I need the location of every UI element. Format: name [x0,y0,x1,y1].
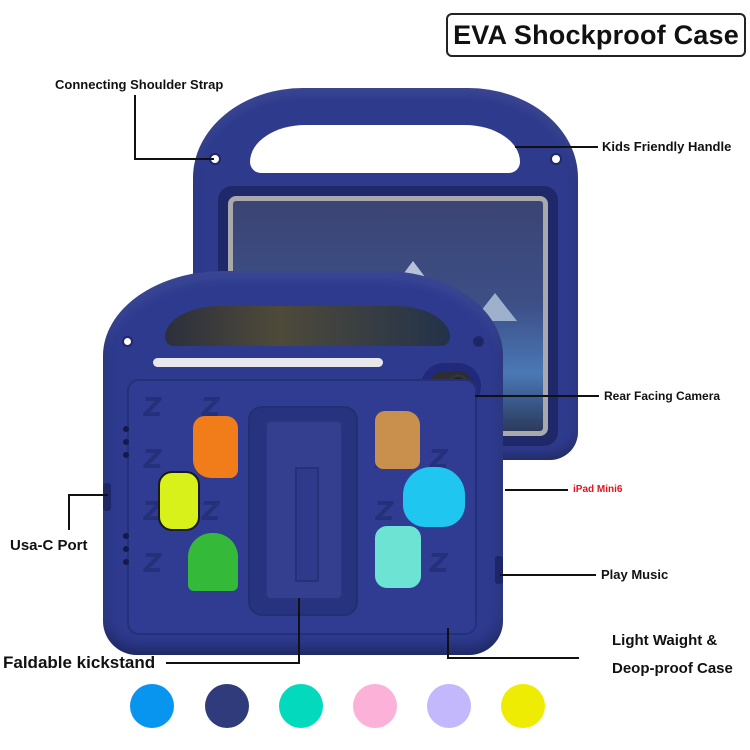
front-case-image: Z Z Z Z Z Z Z Z Z Z Z Z Z Z [103,271,503,655]
bee-sticker-icon [158,471,200,531]
color-options [130,684,550,730]
speaker-dot [123,426,129,432]
callout-model: iPad Mini6 [573,484,623,495]
callout-line [505,489,568,491]
page-title: EVA Shockproof Case [453,19,739,50]
color-swatch-navy[interactable] [205,684,249,728]
callout-lightweight-2: Deop-proof Case [612,660,733,677]
speaker-dot [123,533,129,539]
callout-line [500,574,596,576]
usb-c-port-cutout [103,483,111,511]
kickstand-panel [265,420,343,600]
callout-line [166,662,300,664]
callout-usb-port: Usa-C Port [10,537,88,554]
kickstand-tab [295,467,319,582]
strap-hole-icon [122,336,133,347]
kangaroo-sticker-icon [375,411,420,469]
pencil-holder [153,358,383,367]
callout-shoulder-strap: Connecting Shoulder Strap [55,77,224,92]
button-cutout [495,556,503,584]
speaker-dot [123,439,129,445]
callout-lightweight-1: Light Waight & [612,632,718,649]
callout-line [298,598,300,663]
bird-sticker-icon [403,467,465,527]
z-pattern-icon: Z [140,549,164,579]
color-swatch-yellow[interactable] [501,684,545,728]
callout-line [475,395,599,397]
color-swatch-lavender[interactable] [427,684,471,728]
callout-line [68,494,70,530]
speaker-dot [123,452,129,458]
callout-line [447,657,579,659]
strap-hole-icon [473,336,484,347]
callout-line [447,628,449,658]
callout-kickstand: Faldable kickstand [3,653,156,672]
elephant-sticker-icon [375,526,421,588]
z-pattern-icon: Z [372,497,396,527]
z-pattern-icon: Z [426,549,450,579]
callout-line [515,146,598,148]
tree-sticker-icon [188,533,238,591]
kickstand [248,406,358,616]
front-handle-opening [165,306,450,346]
z-pattern-icon: Z [198,497,222,527]
z-pattern-icon: Z [140,445,164,475]
callout-handle: Kids Friendly Handle [602,139,732,154]
back-handle-opening [250,125,520,173]
title-box: EVA Shockproof Case [446,13,746,57]
strap-hole-right-icon [550,153,562,165]
fox-sticker-icon [193,416,238,478]
speaker-dot [123,559,129,565]
callout-camera: Rear Facing Camera [604,389,721,403]
color-swatch-mint[interactable] [279,684,323,728]
z-pattern-icon: Z [140,393,164,423]
color-swatch-pink[interactable] [353,684,397,728]
callout-line [134,95,136,160]
callout-line [134,158,214,160]
callout-line [68,494,108,496]
speaker-dot [123,546,129,552]
callout-play-music: Play Music [601,567,669,582]
color-swatch-blue[interactable] [130,684,174,728]
